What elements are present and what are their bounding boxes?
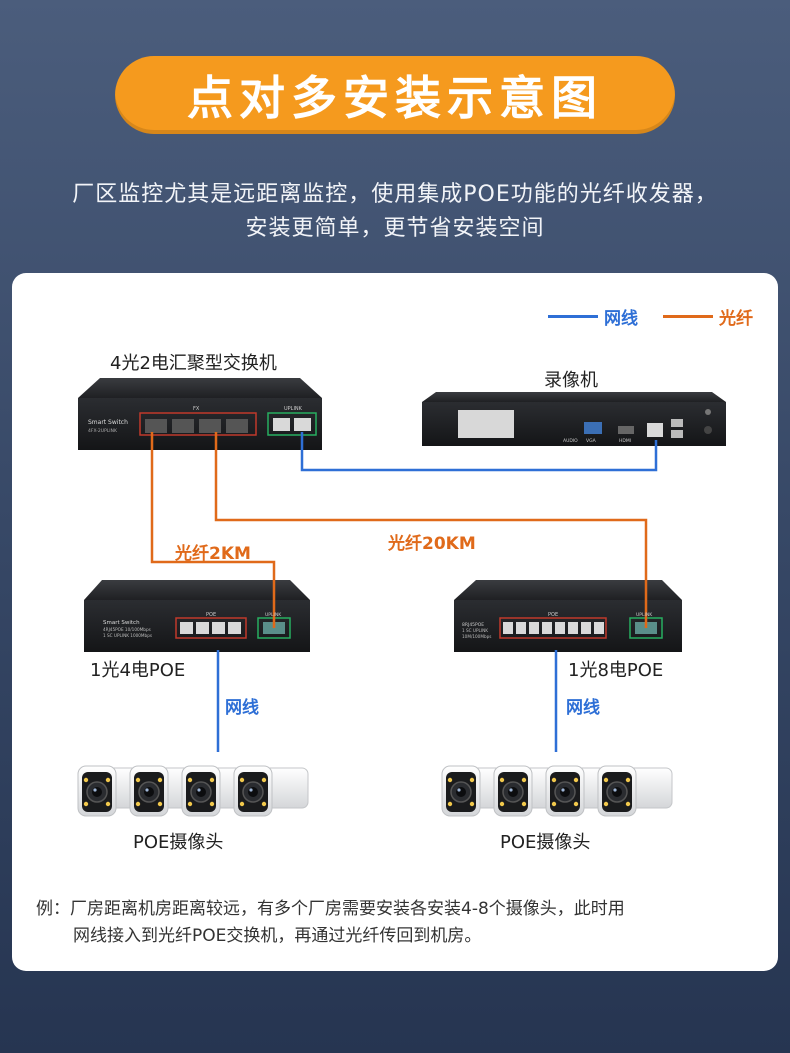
legend-fiber: 光纤	[663, 306, 753, 329]
legend-fiber-label: 光纤	[719, 308, 753, 329]
nvr-audio-label: AUDIO	[563, 438, 578, 444]
nvr-vga-label: VGA	[586, 438, 597, 444]
poe4-spec-1: 4RJ45POE 10/100Mbps	[103, 627, 151, 632]
camera-icon	[597, 765, 673, 817]
network-line-swatch	[548, 314, 598, 318]
nvr-label: 录像机	[544, 370, 598, 391]
aggregation-switch-brand: Smart Switch	[88, 419, 128, 426]
poe8-label: 1光8电POE	[568, 660, 664, 681]
poe8-switch	[454, 580, 682, 652]
camera-group-left	[77, 765, 309, 817]
poe8-poe-label: POE	[548, 612, 558, 618]
fiber-link-20km	[214, 432, 648, 628]
aggregation-switch-label: 4光2电汇聚型交换机	[110, 353, 277, 374]
poe8-uplink-label: UPLINK	[636, 612, 653, 618]
example-note: 例：厂房距离机房距离较远，有多个厂房需要安装各安装4-8个摄像头，此时用 网线接…	[36, 896, 758, 950]
note-line-1: 例：厂房距离机房距离较远，有多个厂房需要安装各安装4-8个摄像头，此时用	[36, 899, 625, 919]
fiber-links	[150, 432, 648, 628]
aggregation-switch-uplink-label: UPLINK	[284, 406, 303, 412]
camera-group-right	[441, 765, 673, 817]
poe4-poe-label: POE	[206, 612, 216, 618]
fiber-link-2km	[150, 432, 276, 628]
legend-network-label: 网线	[604, 308, 638, 329]
poe8-spec-1: 8RJ45POE	[462, 622, 484, 628]
poe8-spec-2: 1 SC UPLINK	[462, 628, 488, 633]
network-left-label: 网线	[225, 698, 259, 718]
camera-icon	[233, 765, 309, 817]
nvr-hdmi-label: HDMI	[619, 438, 631, 444]
legend-network: 网线	[548, 306, 638, 329]
fiber-20km-label: 光纤20KM	[388, 534, 476, 554]
network-link-switch-nvr	[300, 432, 658, 472]
aggregation-switch	[78, 378, 322, 450]
poe4-brand: Smart Switch	[103, 620, 140, 626]
nvr	[422, 392, 726, 446]
poe4-spec-2: 1 SC UPLINK 1000Mbps	[103, 633, 152, 638]
subtitle-line-1: 厂区监控尤其是远距离监控，使用集成POE功能的光纤收发器，	[72, 182, 718, 207]
cameras-left-label: POE摄像头	[133, 832, 224, 853]
fiber-2km-label: 光纤2KM	[175, 544, 251, 564]
page-title: 点对多安装示意图	[115, 56, 675, 134]
fiber-line-swatch	[663, 314, 713, 318]
note-line-2: 网线接入到光纤POE交换机，再通过光纤传回到机房。	[73, 926, 482, 946]
network-right-label: 网线	[566, 698, 600, 718]
aggregation-switch-model: 4FX-2UPLINK	[88, 428, 118, 434]
poe4-uplink-label: UPLINK	[265, 612, 282, 618]
poe8-spec-3: 10M/100Mbps	[462, 634, 491, 639]
cameras-right-label: POE摄像头	[500, 832, 591, 853]
poe4-switch	[84, 580, 310, 652]
network-links	[216, 432, 658, 752]
poe4-label: 1光4电POE	[90, 660, 186, 681]
aggregation-switch-fx-label: FX	[193, 406, 200, 412]
subtitle-line-2: 安装更简单，更节省安装空间	[245, 216, 545, 241]
